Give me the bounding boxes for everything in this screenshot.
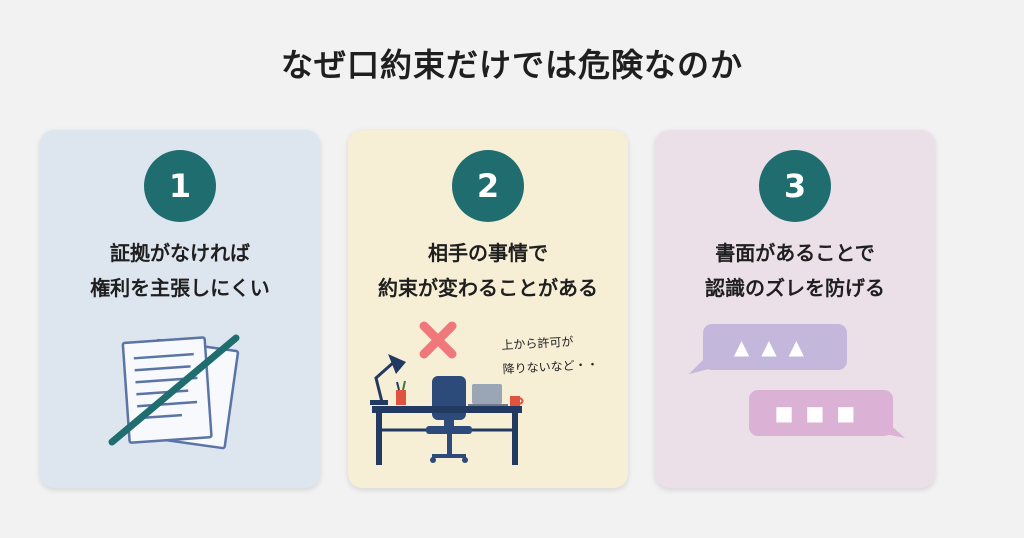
desk-lamp-icon [374,360,396,404]
crossed-out-document-icon [108,334,240,450]
speech-bubble-lower: ■■■ [749,390,893,436]
card-line: 認識のズレを防げる [705,276,885,300]
number-badge: 3 [759,150,831,222]
empty-desk-icon [370,321,524,465]
card-line: 相手の事情で [428,241,548,265]
card-text: 証拠がなければ 権利を主張しにくい [40,236,320,306]
speech-bubble-upper: ▲▲▲ [703,324,847,370]
card-text: 相手の事情で 約束が変わることがある [348,236,628,306]
reason-card-1: 1 証拠がなければ 権利を主張しにくい [40,130,320,488]
number-badge: 1 [144,150,216,222]
handwritten-note: 上から許可が 降りないなど・・ [501,327,628,382]
number-badge: 2 [452,150,524,222]
reason-card-3: 3 書面があることで 認識のズレを防げる ▲▲▲ ■■■ [655,130,935,488]
card-line: 書面があることで [715,241,875,265]
card-text: 書面があることで 認識のズレを防げる [655,236,935,306]
reason-card-2: 2 相手の事情で 約束が変わることがある [348,130,628,488]
page-title: なぜ口約束だけでは危険なのか [280,46,743,84]
cross-icon [419,321,457,359]
card-line: 約束が変わることがある [378,276,598,300]
card-line: 証拠がなければ [110,241,250,265]
card-line: 権利を主張しにくい [90,276,270,300]
